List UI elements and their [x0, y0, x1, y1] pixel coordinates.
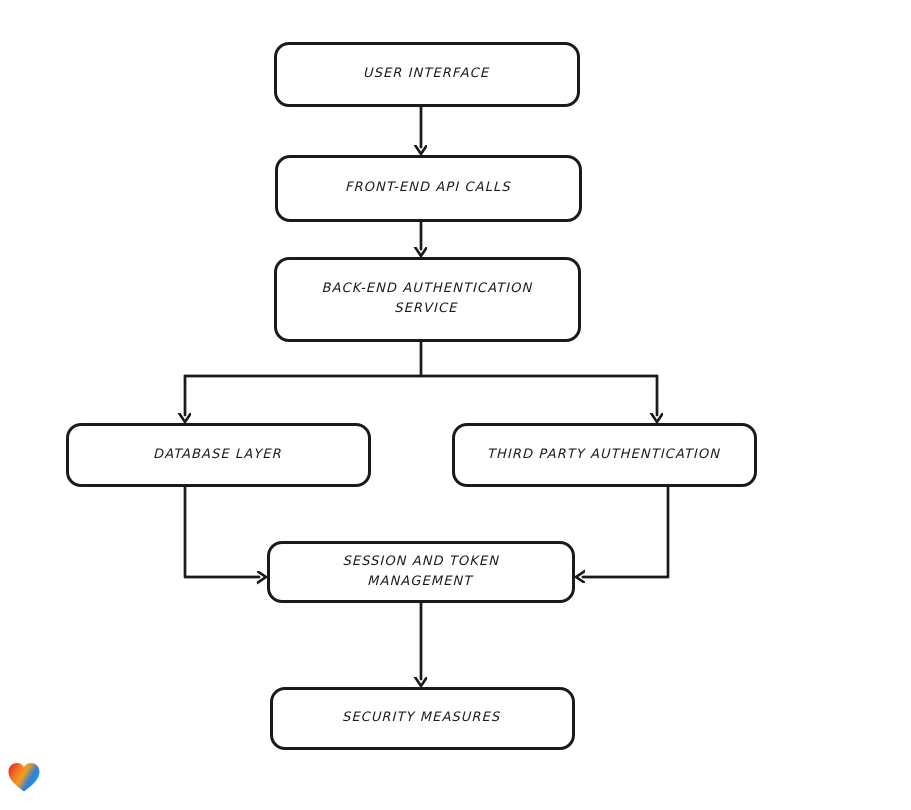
node-database-layer[interactable]: DATABASE LAYER	[66, 423, 371, 487]
gradient-heart-icon	[8, 763, 40, 792]
node-front-end-api-calls-label: FRONT-END API CALLS	[345, 180, 512, 196]
edge-third-to-session	[583, 485, 670, 577]
node-third-party-auth-label: THIRD PARTY AUTHENTICATION	[487, 446, 722, 462]
node-back-end-auth-service[interactable]: BACK-END AUTHENTICATION SERVICE	[274, 257, 581, 342]
node-user-interface-label: USER INTERFACE	[363, 66, 491, 82]
node-back-end-auth-service-label: BACK-END AUTHENTICATION SERVICE	[322, 281, 534, 317]
node-security-measures[interactable]: SECURITY MEASURES	[270, 687, 575, 750]
node-database-layer-label: DATABASE LAYER	[153, 446, 284, 462]
edge-db-to-session	[183, 485, 259, 577]
node-session-token-management-label: SESSION AND TOKEN MANAGEMENT	[342, 553, 501, 589]
node-front-end-api-calls[interactable]: FRONT-END API CALLS	[275, 155, 582, 222]
node-third-party-auth[interactable]: THIRD PARTY AUTHENTICATION	[452, 423, 757, 487]
node-user-interface[interactable]: USER INTERFACE	[274, 42, 580, 107]
node-security-measures-label: SECURITY MEASURES	[343, 710, 503, 726]
node-session-token-management[interactable]: SESSION AND TOKEN MANAGEMENT	[267, 541, 575, 603]
